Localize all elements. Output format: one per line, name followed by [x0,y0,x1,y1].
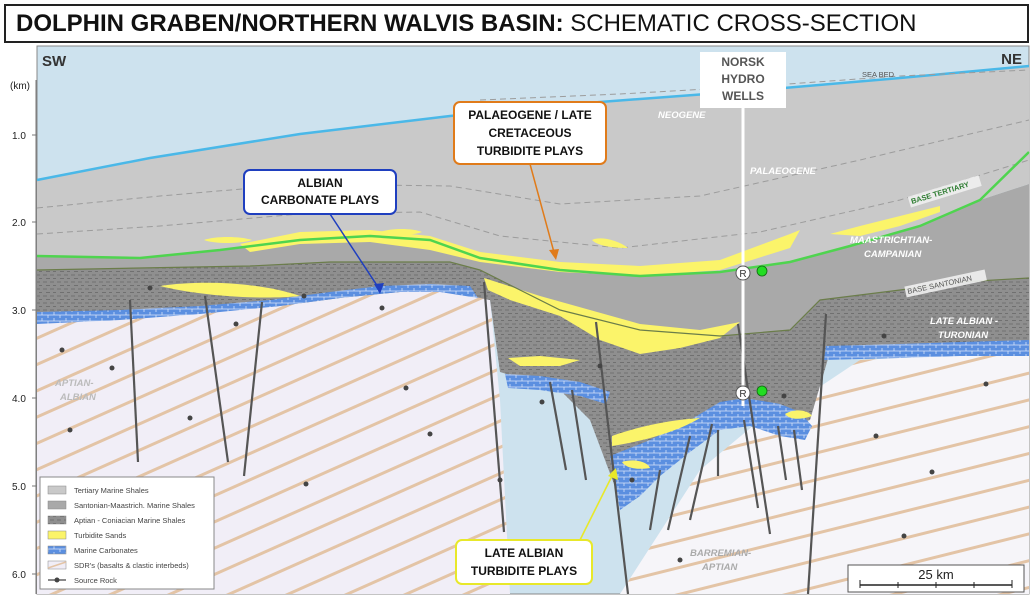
legend-label-tertiary: Tertiary Marine Shales [74,486,149,495]
depth-tick-5: 5.0 [12,482,26,493]
well-r-marker-upper [735,265,751,281]
callout-albian-arrow [329,213,381,291]
callout-palaeogene-turbidite: PALAEOGENE / LATE CRETACEOUS TURBIDITE P… [453,101,607,260]
depth-tick-3: 3.0 [12,306,26,317]
sdr-basement-right [620,352,1029,594]
tertiary-marine-shales [37,66,1029,276]
depth-axis: (km) 1.0 2.0 3.0 4.0 5.0 6.0 [10,80,37,594]
legend-swatch-tertiary [47,485,67,495]
carbonate-band-left [37,284,478,324]
unit-label-barremian-2: APTIAN [701,562,739,573]
unit-label-late-albian-1: LATE ALBIAN - [930,316,998,327]
title-rest: SCHEMATIC CROSS-SECTION [563,9,917,37]
depth-axis-unit: (km) [10,81,30,92]
callout-late-albian-turbidite: LATE ALBIAN TURBIDITE PLAYS [455,468,618,585]
title-bold: DOLPHIN GRABEN/NORTHERN WALVIS BASIN: [16,9,564,37]
callout-albian-line1: ALBIAN [297,176,342,190]
depth-tick-6: 6.0 [12,570,26,581]
legend-swatch-santonian [47,500,67,510]
title-bar: DOLPHIN GRABEN/NORTHERN WALVIS BASIN: SC… [4,4,1029,43]
scale-bar: 25 km [847,564,1025,593]
orientation-ne: NE [1001,51,1022,68]
well: NORSK HYDRO WELLS R R [700,52,786,406]
carbonate-band-center [505,374,610,404]
wells-label-line1: NORSK [721,55,765,69]
base-tertiary-line [36,151,1030,278]
well-r-label-lower: R [739,389,746,400]
oil-show-lower [756,385,768,397]
legend-label-source-rock: Source Rock [74,576,117,585]
scale-bar-label: 25 km [918,567,953,582]
callout-albian-carbonate: ALBIAN CARBONATE PLAYS [243,169,397,294]
unit-label-maastrichtian-2: CAMPANIAN [864,249,922,260]
callout-palaeogene-line3: TURBIDITE PLAYS [477,144,583,158]
oil-show-upper [756,265,768,277]
santonian-maastrichtian-shales [37,184,1029,336]
depth-tick-1: 1.0 [12,131,26,142]
legend-box [39,476,215,590]
depth-tick-4: 4.0 [12,394,26,405]
legend-swatch-aptian [47,515,67,525]
carbonate-band-right [824,340,1029,360]
legend-label-aptian: Aptian - Coniacian Marine Shales [74,516,186,525]
legend: Tertiary Marine Shales Santonian-Maastri… [39,476,215,590]
section-panel: NORSK HYDRO WELLS R R SW NE SEA BED BASE… [36,45,1030,595]
sea-bed-label: SEA BED [862,70,895,79]
legend-swatch-carbonate [47,545,67,555]
legend-swatch-turbidite [47,530,67,540]
callout-palaeogene-line2: CRETACEOUS [488,126,571,140]
wells-label-line2: HYDRO [721,72,764,86]
callout-albian-line2: CARBONATE PLAYS [261,193,379,207]
callout-palaeogene-line1: PALAEOGENE / LATE [468,108,592,122]
unit-label-maastrichtian-1: MAASTRICHTIAN- [850,235,932,246]
base-santonian-line [36,261,1030,337]
callout-palaeogene-arrow [529,163,556,257]
legend-label-sdr: SDR's (basalts & clastic interbeds) [74,561,189,570]
unit-label-aptian-albian-1: APTIAN- [54,378,94,389]
legend-label-carbonate: Marine Carbonates [74,546,138,555]
legend-label-turbidite: Turbidite Sands [74,531,127,540]
unit-label-late-albian-2: TURONIAN [938,330,989,341]
unit-label-neogene: NEOGENE [658,110,706,121]
unit-label-palaeogene: PALAEOGENE [750,166,816,177]
source-rock-markers [59,285,989,563]
legend-label-santonian: Santonian-Maastrich. Marine Shales [74,501,195,510]
orientation-sw: SW [42,53,67,70]
wells-label-line3: WELLS [722,89,764,103]
carbonate-band-graben [610,398,812,510]
callout-late-albian-line2: TURBIDITE PLAYS [471,564,577,578]
callout-late-albian-line1: LATE ALBIAN [485,546,564,560]
depth-tick-2: 2.0 [12,218,26,229]
unit-label-aptian-albian-2: ALBIAN [59,392,97,403]
well-r-label-upper: R [739,269,746,280]
unit-label-barremian-1: BARREMIAN- [690,548,751,559]
wells-label-box [700,52,786,108]
well-r-marker-lower [735,385,751,401]
callout-late-albian-arrow [579,471,615,541]
turbidite-sands [160,206,940,469]
